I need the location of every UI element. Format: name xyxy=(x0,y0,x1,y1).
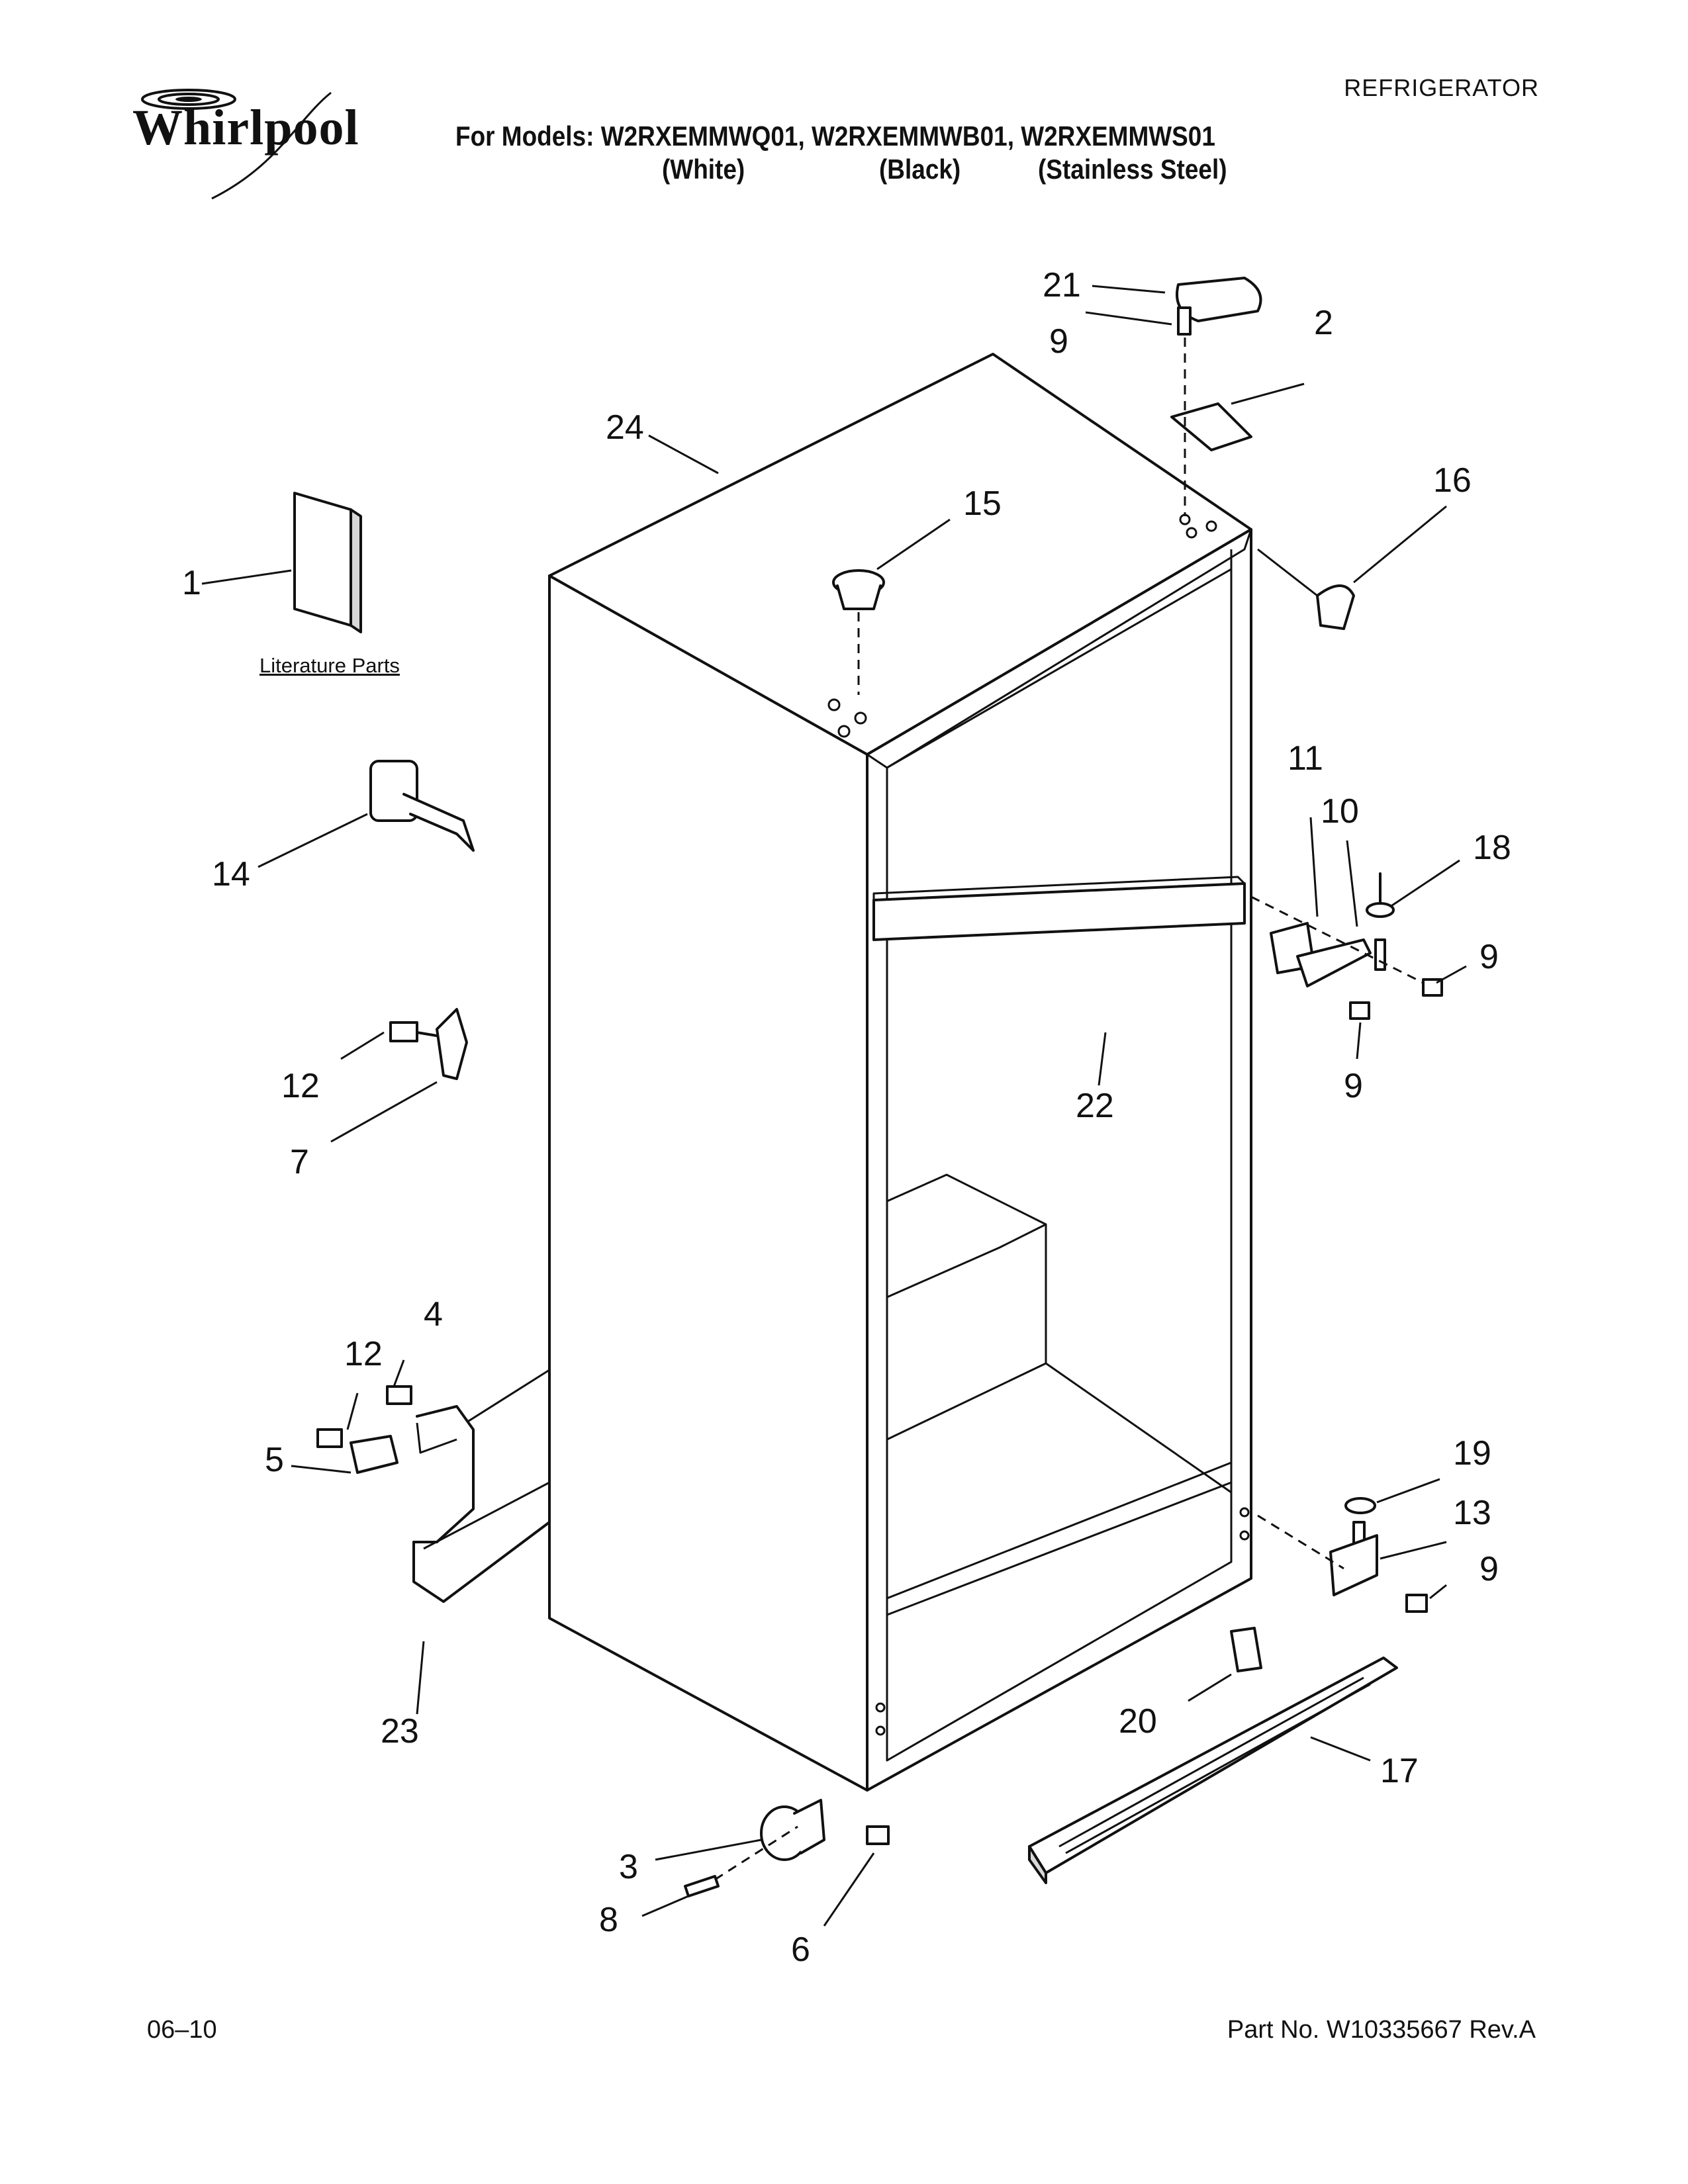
callout-24: 24 xyxy=(606,408,644,447)
callout-14: 14 xyxy=(212,855,250,893)
screw-and-clip-icon xyxy=(389,1008,468,1080)
callout-11: 11 xyxy=(1288,739,1323,778)
brand-logo xyxy=(132,79,384,205)
callout-15: 15 xyxy=(963,484,1002,523)
rail-bracket-icon xyxy=(316,1385,551,1603)
literature-parts-label: Literature Parts xyxy=(259,654,400,677)
center-hinge-icon xyxy=(1250,872,1443,1020)
callout-13: 13 xyxy=(1453,1494,1491,1532)
leader-lines xyxy=(201,285,1467,1927)
callout-22: 22 xyxy=(1076,1087,1114,1125)
whirlpool-swirl-logo-icon xyxy=(141,89,332,200)
bottom-hinge-icon xyxy=(1257,1497,1428,1613)
footer-date: 06–10 xyxy=(147,2016,217,2044)
callout-16: 16 xyxy=(1433,461,1472,500)
models-line: For Models: W2RXEMMWQ01, W2RXEMMWB01, W2… xyxy=(455,120,1215,152)
callout-17: 17 xyxy=(1380,1752,1419,1790)
callout-12-lower: 12 xyxy=(344,1335,383,1373)
color-black: (Black) xyxy=(879,154,961,185)
door-stop-icon xyxy=(369,760,475,852)
toe-grille-icon xyxy=(1028,1627,1398,1884)
literature-book-icon xyxy=(293,492,362,633)
callout-9-top: 9 xyxy=(1049,322,1068,361)
plug-icon xyxy=(832,569,885,695)
callout-23: 23 xyxy=(381,1712,419,1751)
callout-1: 1 xyxy=(182,564,201,602)
color-stainless: (Stainless Steel) xyxy=(1038,154,1227,185)
color-white: (White) xyxy=(662,154,745,185)
callout-8: 8 xyxy=(599,1901,618,1939)
callout-2: 2 xyxy=(1314,304,1333,342)
callout-9-center-low: 9 xyxy=(1344,1067,1363,1105)
brand-wordmark: Whirlpool xyxy=(132,100,359,156)
callout-9-center-right: 9 xyxy=(1479,938,1499,976)
hinge-clip-icon xyxy=(1257,548,1355,630)
callout-7: 7 xyxy=(290,1143,309,1181)
callout-18: 18 xyxy=(1473,829,1511,867)
callout-3: 3 xyxy=(619,1848,638,1886)
top-hinge-icon xyxy=(1170,306,1252,516)
footer-part-number: Part No. W10335667 Rev.A xyxy=(1227,2016,1536,2044)
callout-10: 10 xyxy=(1321,792,1359,831)
callout-4: 4 xyxy=(424,1295,443,1334)
roller-assembly-icon xyxy=(684,1799,890,1897)
callout-6: 6 xyxy=(791,1931,810,1969)
callout-20: 20 xyxy=(1119,1702,1157,1741)
cabinet-drawing xyxy=(423,353,1252,1792)
callout-9-bottom: 9 xyxy=(1479,1550,1499,1588)
product-category: REFRIGERATOR xyxy=(1344,74,1539,101)
callout-19: 19 xyxy=(1453,1434,1491,1473)
callout-21: 21 xyxy=(1043,266,1081,304)
callout-5: 5 xyxy=(265,1441,284,1479)
hinge-cover-icon xyxy=(1176,277,1262,322)
callout-12-upper: 12 xyxy=(281,1067,320,1105)
